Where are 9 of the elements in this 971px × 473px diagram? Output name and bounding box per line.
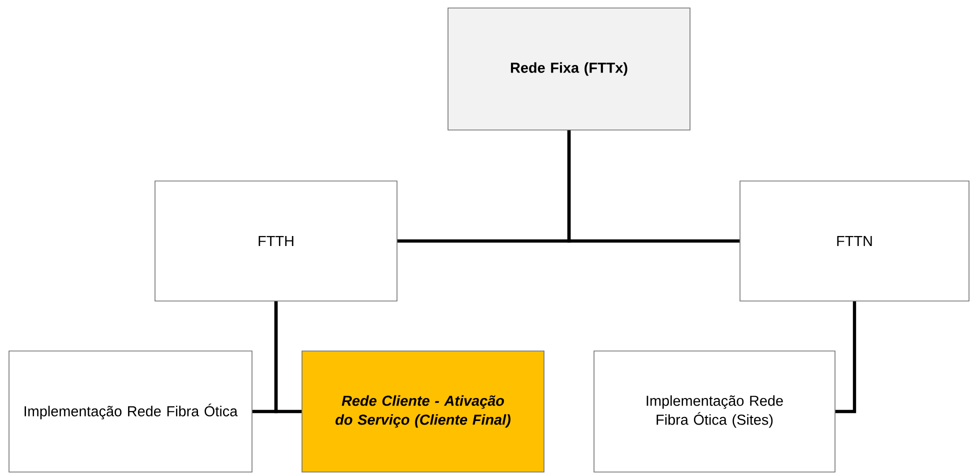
connector-line bbox=[835, 301, 856, 414]
category-box: FTTH bbox=[154, 180, 398, 302]
connector-line bbox=[274, 301, 302, 414]
category-box: FTTN bbox=[740, 180, 970, 302]
highlighted-box: Rede Cliente - Ativação do Serviço (Cliente Final) bbox=[302, 350, 544, 472]
connector-line bbox=[567, 130, 740, 243]
process-box: Implementação Rede Fibra Ótica (Sites) bbox=[594, 350, 836, 472]
root-box: Rede Fixa (FTTx) bbox=[448, 8, 690, 130]
process-box: Implementação Rede Fibra Ótica bbox=[8, 350, 252, 472]
